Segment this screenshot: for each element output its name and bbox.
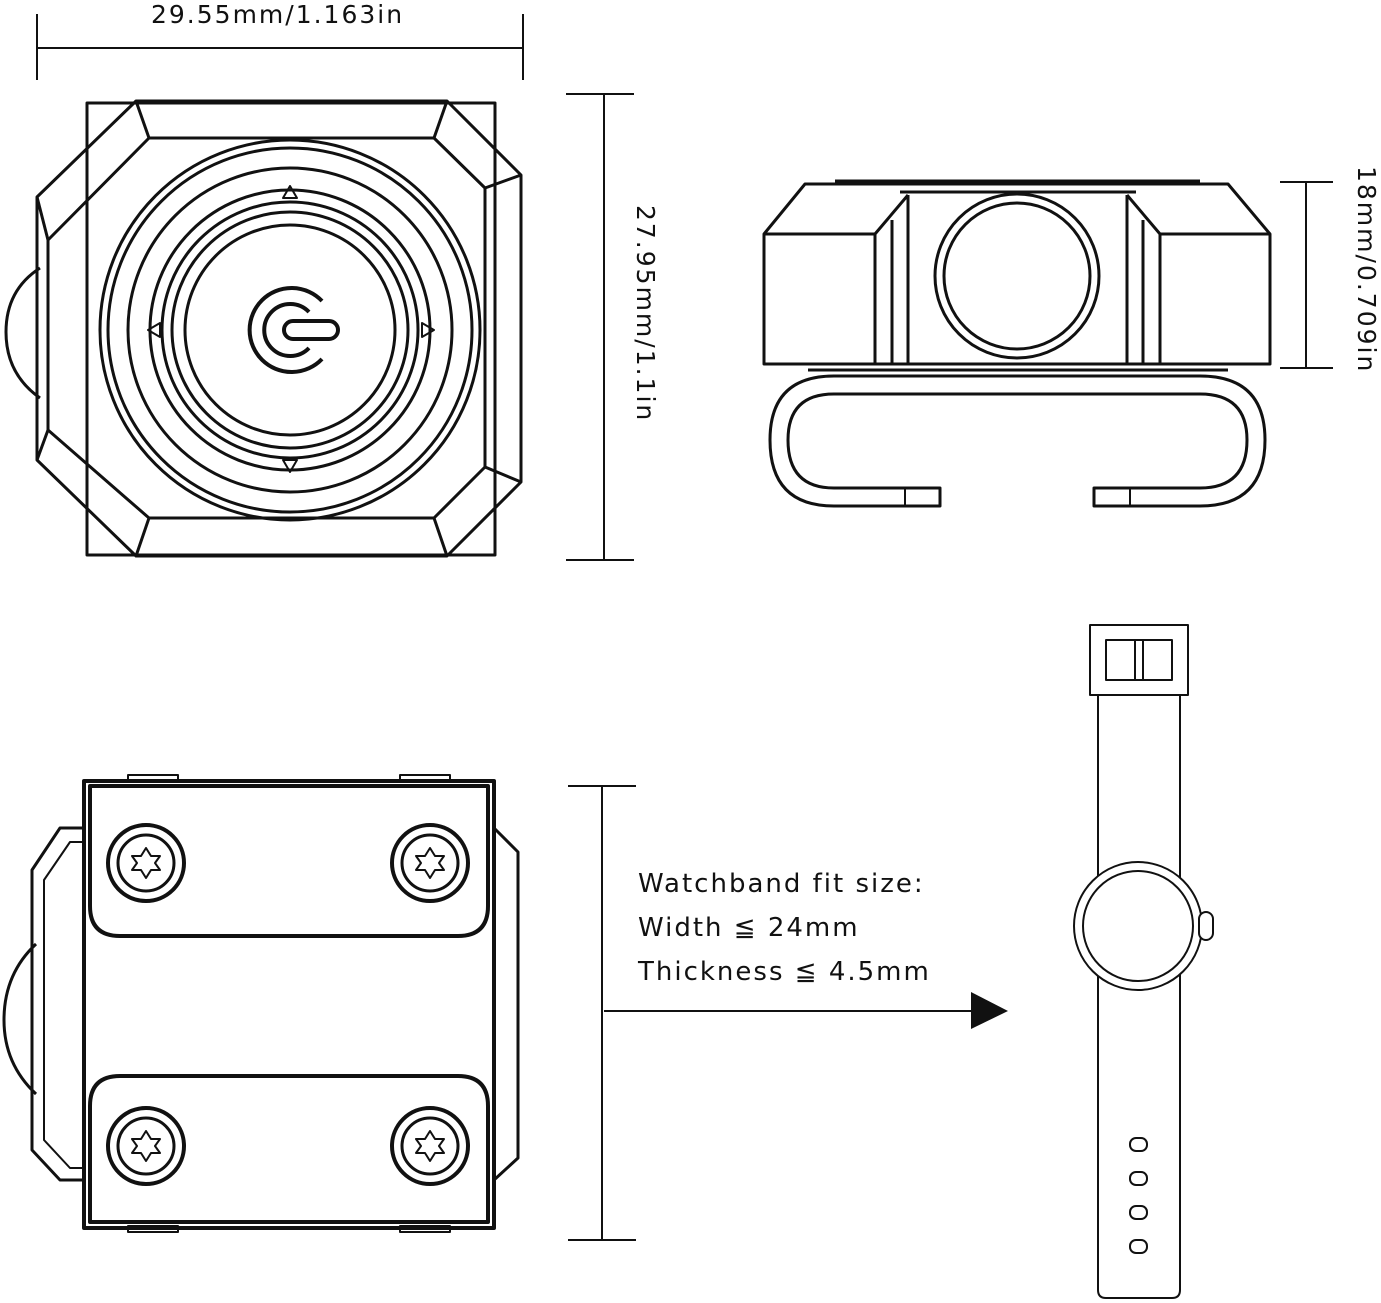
height-dimension-line <box>566 93 634 561</box>
power-icon <box>247 286 340 374</box>
upper-band-strap <box>88 784 490 938</box>
screw-icon <box>106 1106 186 1186</box>
width-dimension-label: 29.55mm/1.163in <box>151 0 405 29</box>
watchband-spec-width: Width ≦ 24mm <box>638 913 860 943</box>
band-dimension-line <box>568 785 636 1241</box>
screw-icon <box>106 823 186 903</box>
screw-icon <box>390 1106 470 1186</box>
front-view-device <box>4 99 523 558</box>
watchband-spec: Watchband fit size: Width ≦ 24mm Thickne… <box>638 862 931 994</box>
clip-hook <box>768 374 1267 508</box>
lower-band-strap <box>88 1074 490 1224</box>
pointer-arrow <box>604 992 1008 1029</box>
side-view-device <box>762 179 1272 372</box>
back-view-device <box>2 774 520 1233</box>
watch-icon <box>1073 624 1214 1299</box>
back-side-lug <box>2 942 38 1096</box>
watchband-spec-thickness: Thickness ≦ 4.5mm <box>638 957 931 987</box>
depth-dimension-line <box>1280 181 1333 369</box>
width-dimension-line <box>36 14 524 80</box>
screw-icon <box>390 823 470 903</box>
front-side-lug <box>4 266 41 400</box>
depth-dimension-label: 18mm/0.709in <box>1352 166 1381 374</box>
height-dimension-label: 27.95mm/1.1in <box>631 205 660 423</box>
watchband-spec-title: Watchband fit size: <box>638 869 925 899</box>
